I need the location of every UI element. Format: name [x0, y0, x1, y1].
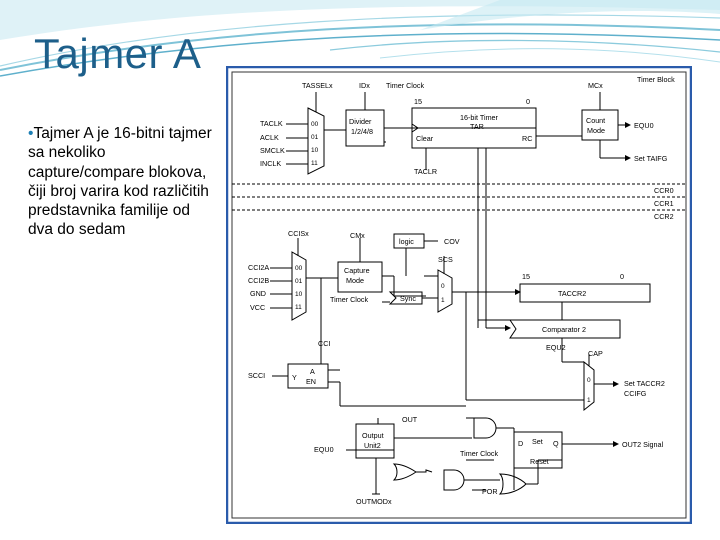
- diagram-labels: Timer Block CCR0 CCR1 CCR2 TASSELx TACLK…: [248, 75, 675, 506]
- equ0-label: EQU0: [634, 121, 654, 130]
- mcx-label: MCx: [588, 81, 603, 90]
- cov-label: COV: [444, 237, 460, 246]
- ccis-code-11: 11: [295, 304, 302, 311]
- scs-sel-0: 0: [441, 283, 445, 290]
- slide-bullet: •Tajmer A je 16-bitni tajmer sa nekoliko…: [28, 124, 218, 240]
- taccr2-label: TACCR2: [558, 289, 586, 298]
- equ2-label: EQU2: [546, 343, 566, 352]
- outer-frame: [226, 66, 692, 524]
- tassel-mux: [307, 107, 325, 175]
- scs-sel-1: 1: [441, 297, 445, 304]
- rc-label: RC: [522, 134, 532, 143]
- cap-mux: [583, 360, 595, 412]
- out2-signal-label: OUT2 Signal: [622, 440, 664, 449]
- bit-15-label: 15: [414, 97, 422, 106]
- bullet-icon: •: [28, 125, 34, 142]
- dff-reset-label: Reset: [530, 457, 549, 466]
- timer-block-label: Timer Block: [637, 75, 675, 84]
- cmx-label: CMx: [350, 231, 365, 240]
- latch-y-label: Y: [292, 373, 297, 382]
- mux-code-00: 00: [311, 121, 319, 128]
- timer-a-block-diagram: Timer Block CCR0 CCR1 CCR2 TASSELx TACLK…: [226, 66, 692, 524]
- ccis-code-10: 10: [295, 291, 303, 298]
- count-mode-box: [581, 109, 619, 141]
- set-taccr-line2: CCIFG: [624, 389, 647, 398]
- ccis-mux: [291, 251, 307, 321]
- ccr1-label: CCR1: [654, 199, 674, 208]
- clock-input-inclk: INCLK: [260, 159, 281, 168]
- diagram-canvas: Timer Block CCR0 CCR1 CCR2 TASSELx TACLK…: [226, 66, 692, 524]
- cci-input-cci2a: CCI2A: [248, 263, 269, 272]
- ccis-code-00: 00: [295, 265, 303, 272]
- bullet-text: Tajmer A je 16-bitni tajmer sa nekoliko …: [28, 125, 212, 239]
- out-label: OUT: [402, 415, 418, 424]
- sync-box: [388, 291, 423, 305]
- scci-label: SCCI: [248, 371, 265, 380]
- clear-label: Clear: [416, 134, 434, 143]
- divider-values: 1/2/4/8: [351, 127, 373, 136]
- latch-en-label: EN: [306, 377, 316, 386]
- timer-clock-label: Timer Clock: [386, 81, 424, 90]
- dff-q-label: Q: [553, 439, 559, 448]
- mux-code-01: 01: [311, 134, 319, 141]
- sync-label: Sync: [400, 294, 416, 303]
- comparator-box: [509, 319, 621, 339]
- divider-label: Divider: [349, 117, 372, 126]
- scs-label: SCS: [438, 255, 453, 264]
- count-mode-line1: Count: [586, 116, 605, 125]
- cci-input-vcc: VCC: [250, 303, 265, 312]
- clock-input-aclk: ACLK: [260, 133, 279, 142]
- logic-label: logic: [399, 237, 414, 246]
- scs-mux: [437, 269, 453, 313]
- taccr-bit-15: 15: [522, 272, 530, 281]
- output-unit-line1: Output: [362, 431, 384, 440]
- cap-sel-1: 1: [587, 397, 591, 404]
- tassel-label: TASSELx: [302, 81, 333, 90]
- outmod-label: OUTMODx: [356, 497, 392, 506]
- cci-input-cci2b: CCI2B: [248, 276, 269, 285]
- or-gate-a: [392, 463, 417, 481]
- and-gate-top: [473, 417, 497, 439]
- cap-label: CAP: [588, 349, 603, 358]
- output-unit-box: [355, 423, 395, 459]
- mux-code-10: 10: [311, 147, 319, 154]
- ccis-code-01: 01: [295, 278, 303, 285]
- timer-sub: TAR: [470, 122, 484, 131]
- comparator-label: Comparator 2: [542, 325, 586, 334]
- mux-code-11: 11: [311, 160, 318, 167]
- slide-title: Tajmer A: [34, 30, 202, 77]
- or-gate-b: [498, 473, 527, 495]
- timer-clock-capture-label: Timer Clock: [330, 295, 368, 304]
- idx-label: IDx: [359, 81, 370, 90]
- count-mode-line2: Mode: [587, 126, 605, 135]
- set-taifg-label: Set TAIFG: [634, 154, 668, 163]
- cci-label: CCI: [318, 339, 330, 348]
- timer-title: 16-bit Timer: [460, 113, 499, 122]
- header-swoosh-decoration: [0, 0, 720, 77]
- capture-mode-line2: Mode: [346, 276, 364, 285]
- ccr0-label: CCR0: [654, 186, 674, 195]
- dff-d-label: D: [518, 439, 523, 448]
- set-taccr-line1: Set TACCR2: [624, 379, 665, 388]
- cci-input-gnd: GND: [250, 289, 266, 298]
- ccisx-label: CCISx: [288, 229, 309, 238]
- timer-block-frame: [231, 71, 687, 519]
- por-label: POR: [482, 487, 498, 496]
- dff-set-label: Set: [532, 437, 543, 446]
- taclr-label: TACLR: [414, 167, 437, 176]
- latch-a-label: A: [310, 367, 315, 376]
- clock-input-smclk: SMCLK: [260, 146, 285, 155]
- output-unit-line2: Unit2: [364, 441, 381, 450]
- clock-input-taclk: TACLK: [260, 119, 283, 128]
- timer-clock-bottom-label: Timer Clock: [460, 449, 498, 458]
- ccr2-label: CCR2: [654, 212, 674, 221]
- equ0-bottom-label: EQU0: [314, 445, 334, 454]
- and-gate-mid: [443, 469, 465, 491]
- capture-mode-line1: Capture: [344, 266, 370, 275]
- cap-sel-0: 0: [587, 377, 591, 384]
- bit-0-label: 0: [526, 97, 530, 106]
- taccr-bit-0: 0: [620, 272, 624, 281]
